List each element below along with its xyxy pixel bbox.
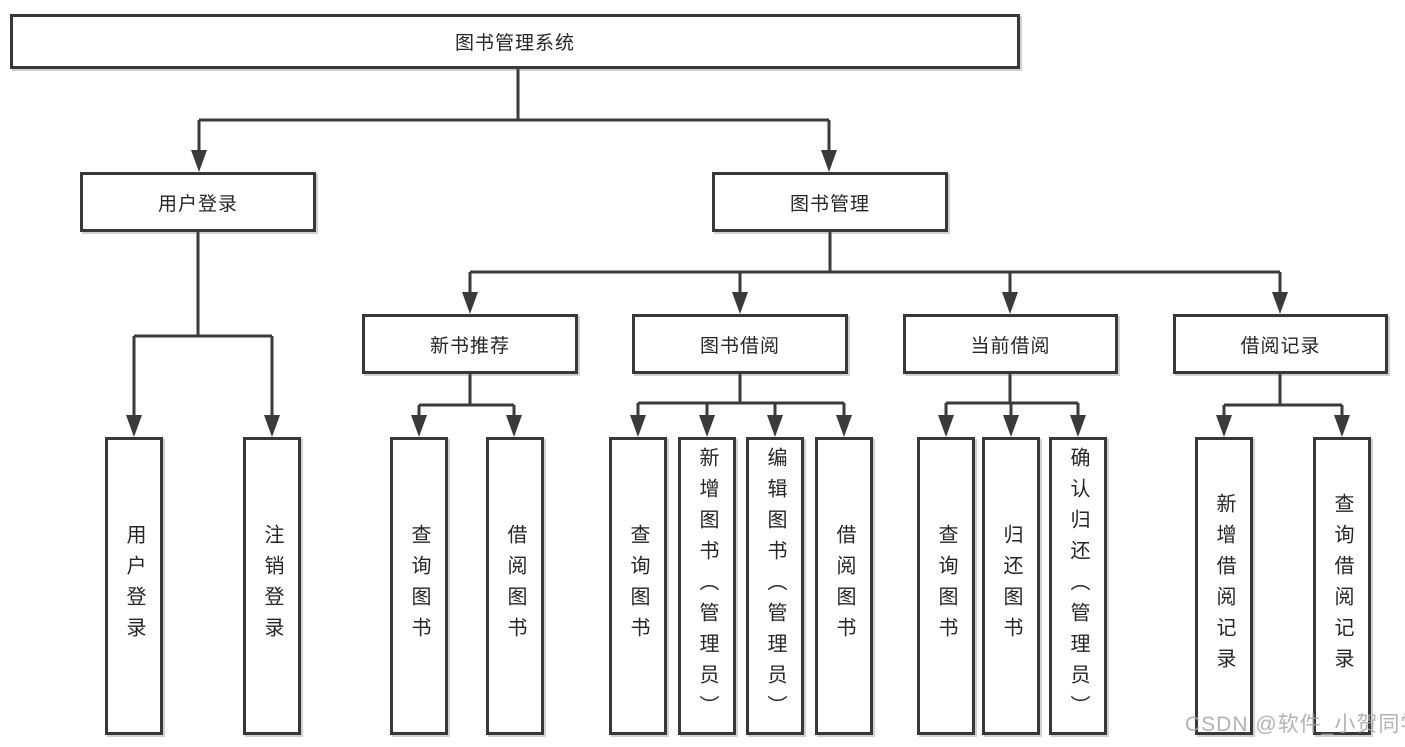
leaf-add-book-admin: 新增图书（管理员） [678, 437, 736, 735]
leaf-query-books-current: 查询图书 [917, 437, 975, 735]
leaf-query-borrow-record-label: 查询借阅记录 [1331, 493, 1353, 679]
watermark: CSDN @软件_小贺同学 [1185, 713, 1405, 736]
arrowheads [126, 150, 1350, 437]
leaf-query-books-recommend: 查询图书 [390, 437, 448, 735]
leaf-query-borrow-record: 查询借阅记录 [1313, 437, 1371, 735]
leaf-return-books: 归还图书 [982, 437, 1040, 735]
leaf-edit-book-admin-label: 编辑图书（管理员） [764, 446, 786, 726]
leaf-user-login: 用户登录 [105, 437, 163, 735]
connector-segments [132, 68, 1344, 423]
leaf-confirm-return-admin-label: 确认归还（管理员） [1067, 446, 1089, 726]
leaf-borrow-books-recommend-label: 借阅图书 [504, 524, 526, 648]
node-system: 图书管理系统 [10, 14, 1020, 69]
leaf-query-books-current-label: 查询图书 [935, 524, 957, 648]
leaf-add-borrow-record-label: 新增借阅记录 [1213, 493, 1235, 679]
leaf-logout: 注销登录 [243, 437, 301, 735]
leaf-query-books-borrow: 查询图书 [609, 437, 667, 735]
leaf-borrow-books-recommend: 借阅图书 [486, 437, 544, 735]
leaf-confirm-return-admin: 确认归还（管理员） [1049, 437, 1107, 735]
node-user-login: 用户登录 [80, 172, 316, 232]
leaf-add-book-admin-label: 新增图书（管理员） [696, 446, 718, 726]
node-current-borrow: 当前借阅 [903, 314, 1118, 374]
node-new-book-recommend: 新书推荐 [362, 314, 578, 374]
leaf-return-books-label: 归还图书 [1000, 524, 1022, 648]
leaf-query-books-recommend-label: 查询图书 [408, 524, 430, 648]
node-borrow-records: 借阅记录 [1173, 314, 1388, 374]
leaf-query-books-borrow-label: 查询图书 [627, 524, 649, 648]
node-book-management: 图书管理 [712, 172, 948, 232]
leaf-edit-book-admin: 编辑图书（管理员） [746, 437, 804, 735]
leaf-borrow-books-borrow: 借阅图书 [815, 437, 873, 735]
leaf-add-borrow-record: 新增借阅记录 [1195, 437, 1253, 735]
leaf-user-login-label: 用户登录 [123, 524, 145, 648]
node-book-borrow: 图书借阅 [632, 314, 848, 374]
leaf-borrow-books-borrow-label: 借阅图书 [833, 524, 855, 648]
leaf-logout-label: 注销登录 [261, 524, 283, 648]
